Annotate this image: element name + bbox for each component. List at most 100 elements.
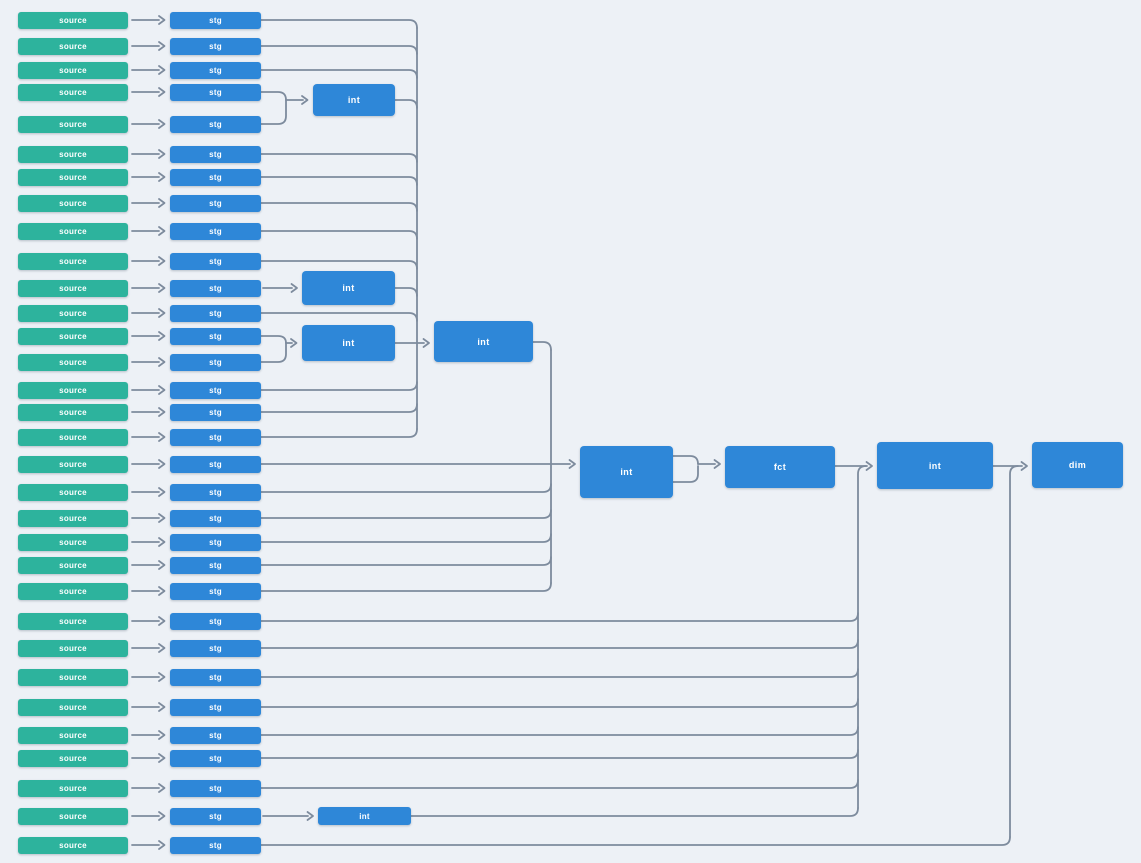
int-2-node-label: int (342, 283, 355, 293)
source-node-18[interactable]: source (18, 455, 128, 473)
int-7-node[interactable]: int (318, 807, 411, 825)
int-4-node-label: int (477, 336, 490, 347)
stg-node-19[interactable]: stg (170, 483, 261, 501)
source-node-9[interactable]: source (18, 222, 128, 240)
stg-node-10[interactable]: stg (170, 252, 261, 270)
source-node-6[interactable]: source (18, 145, 128, 163)
stg-node-2-label: stg (209, 41, 222, 51)
int-2-node[interactable]: int (302, 271, 395, 305)
dim-node[interactable]: dim (1032, 442, 1123, 488)
stg-node-12[interactable]: stg (170, 304, 261, 322)
stg-node-8[interactable]: stg (170, 194, 261, 212)
stg-node-5[interactable]: stg (170, 115, 261, 133)
stg-node-17-label: stg (209, 432, 222, 442)
stg-node-9[interactable]: stg (170, 222, 261, 240)
source-node-32[interactable]: source (18, 836, 128, 854)
source-node-17[interactable]: source (18, 428, 128, 446)
stg-node-20[interactable]: stg (170, 509, 261, 527)
stg-node-31[interactable]: stg (170, 807, 261, 825)
stg-node-5-label: stg (209, 119, 222, 129)
source-node-29[interactable]: source (18, 749, 128, 767)
source-node-3[interactable]: source (18, 61, 128, 79)
stg-node-26[interactable]: stg (170, 668, 261, 686)
int-1-node[interactable]: int (313, 84, 395, 116)
stg-node-14[interactable]: stg (170, 353, 261, 371)
source-node-12[interactable]: source (18, 304, 128, 322)
stg-node-31-label: stg (209, 811, 222, 821)
stg-node-15[interactable]: stg (170, 381, 261, 399)
int-3-node[interactable]: int (302, 325, 395, 361)
source-node-12-label: source (59, 308, 87, 318)
source-node-4[interactable]: source (18, 83, 128, 101)
source-node-20[interactable]: source (18, 509, 128, 527)
dim-node-label: dim (1068, 460, 1087, 470)
source-node-5[interactable]: source (18, 115, 128, 133)
int-5-node-label: int (620, 467, 633, 477)
stg-node-23[interactable]: stg (170, 582, 261, 600)
stg-node-11[interactable]: stg (170, 279, 261, 297)
stg-node-30[interactable]: stg (170, 779, 261, 797)
stg-node-28-label: stg (209, 730, 222, 740)
stg-node-32[interactable]: stg (170, 836, 261, 854)
source-node-15[interactable]: source (18, 381, 128, 399)
stg-node-1[interactable]: stg (170, 11, 261, 29)
source-node-29-label: source (59, 753, 87, 763)
source-node-21[interactable]: source (18, 533, 128, 551)
source-node-2-label: source (59, 41, 87, 51)
source-node-16[interactable]: source (18, 403, 128, 421)
stg-node-7[interactable]: stg (170, 168, 261, 186)
stg-node-3[interactable]: stg (170, 61, 261, 79)
stg-node-17[interactable]: stg (170, 428, 261, 446)
stg-node-29-label: stg (209, 753, 222, 763)
stg-node-24[interactable]: stg (170, 612, 261, 630)
source-node-11[interactable]: source (18, 279, 128, 297)
source-node-24-label: source (59, 616, 87, 626)
stg-node-25[interactable]: stg (170, 639, 261, 657)
source-node-31[interactable]: source (18, 807, 128, 825)
source-node-27[interactable]: source (18, 698, 128, 716)
source-node-4-label: source (59, 87, 87, 97)
stg-node-1-label: stg (209, 15, 222, 25)
source-node-26[interactable]: source (18, 668, 128, 686)
source-node-25[interactable]: source (18, 639, 128, 657)
source-node-19[interactable]: source (18, 483, 128, 501)
stg-node-32-label: stg (209, 840, 222, 850)
stg-node-18[interactable]: stg (170, 455, 261, 473)
source-node-30[interactable]: source (18, 779, 128, 797)
source-node-16-label: source (59, 407, 87, 417)
source-node-2[interactable]: source (18, 37, 128, 55)
int-7-node-label: int (359, 811, 370, 821)
fct-node[interactable]: fct (725, 446, 835, 488)
source-node-28[interactable]: source (18, 726, 128, 744)
source-node-22[interactable]: source (18, 556, 128, 574)
source-node-14-label: source (59, 357, 87, 367)
stg-node-2[interactable]: stg (170, 37, 261, 55)
stg-node-28[interactable]: stg (170, 726, 261, 744)
int-6-node[interactable]: int (877, 442, 993, 489)
source-node-10[interactable]: source (18, 252, 128, 270)
stg-node-4[interactable]: stg (170, 83, 261, 101)
int-3-node-label: int (342, 338, 355, 348)
stg-node-13[interactable]: stg (170, 327, 261, 345)
stg-node-6[interactable]: stg (170, 145, 261, 163)
stg-node-27-label: stg (209, 702, 222, 712)
source-node-8[interactable]: source (18, 194, 128, 212)
source-node-13[interactable]: source (18, 327, 128, 345)
source-node-3-label: source (59, 65, 87, 75)
stg-node-21[interactable]: stg (170, 533, 261, 551)
source-node-14[interactable]: source (18, 353, 128, 371)
source-node-7[interactable]: source (18, 168, 128, 186)
stg-node-29[interactable]: stg (170, 749, 261, 767)
stg-node-27[interactable]: stg (170, 698, 261, 716)
stg-node-15-label: stg (209, 385, 222, 395)
stg-node-22[interactable]: stg (170, 556, 261, 574)
int-4-node[interactable]: int (434, 321, 533, 362)
source-node-24[interactable]: source (18, 612, 128, 630)
source-node-23[interactable]: source (18, 582, 128, 600)
stg-node-6-label: stg (209, 149, 222, 159)
stg-node-16[interactable]: stg (170, 403, 261, 421)
source-node-1[interactable]: source (18, 11, 128, 29)
stg-node-22-label: stg (209, 560, 222, 570)
int-5-node[interactable]: int (580, 446, 673, 498)
